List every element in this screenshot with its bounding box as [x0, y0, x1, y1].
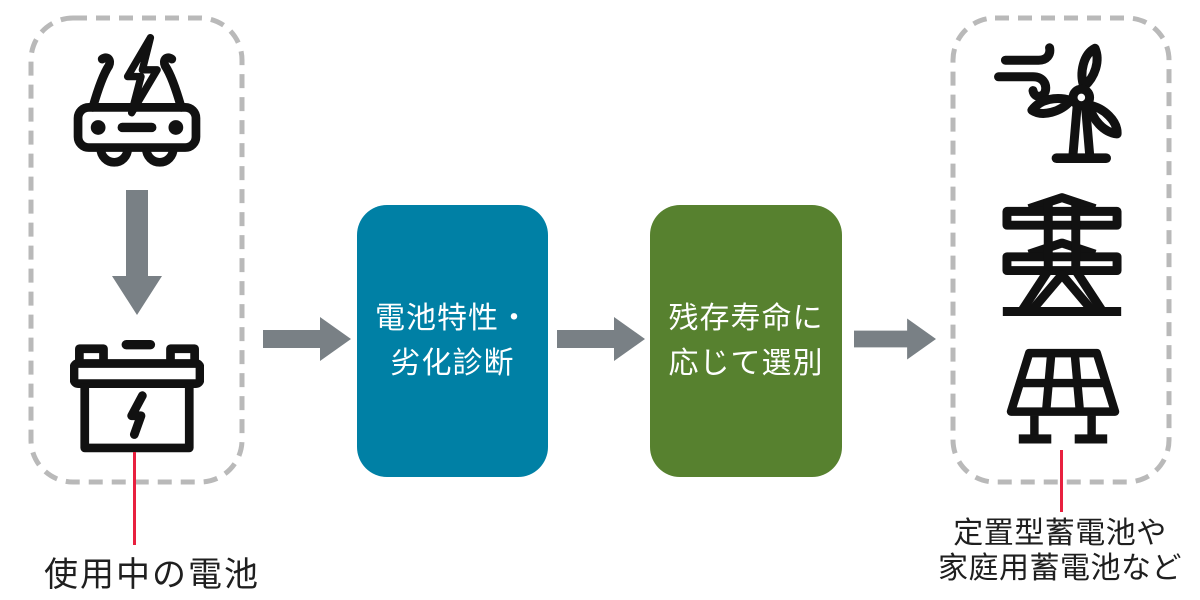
step-diagnosis-line2: 劣化診断	[390, 347, 515, 380]
arrow-right-icon-3	[854, 315, 936, 363]
step-sorting-box: 残存寿命に 応じて選別	[650, 205, 842, 477]
step-sorting-line2: 応じて選別	[668, 347, 824, 380]
wind-turbine-icon	[993, 38, 1131, 168]
step-sorting-line1: 残存寿命に	[668, 302, 824, 335]
car-battery-icon	[70, 338, 204, 456]
destination-caption-line1: 定置型蓄電池や	[953, 517, 1167, 550]
destination-callout-line	[1060, 450, 1063, 512]
arrow-right-icon-1	[263, 315, 351, 363]
step-diagnosis-box: 電池特性・ 劣化診断	[357, 205, 548, 477]
arrow-right-icon-2	[557, 315, 645, 363]
down-arrow-icon	[109, 190, 165, 316]
source-group-panel	[28, 15, 245, 485]
ev-car-icon	[70, 30, 204, 174]
destination-caption-line2: 家庭用蓄電池など	[938, 552, 1182, 585]
transmission-tower-icon	[993, 188, 1131, 316]
solar-panel-icon	[998, 344, 1128, 452]
destination-caption: 定置型蓄電池や 家庭用蓄電池など	[926, 516, 1194, 586]
source-callout-line	[133, 452, 136, 545]
source-caption: 使用中の電池	[44, 556, 260, 594]
step-diagnosis-line1: 電池特性・	[375, 302, 530, 335]
